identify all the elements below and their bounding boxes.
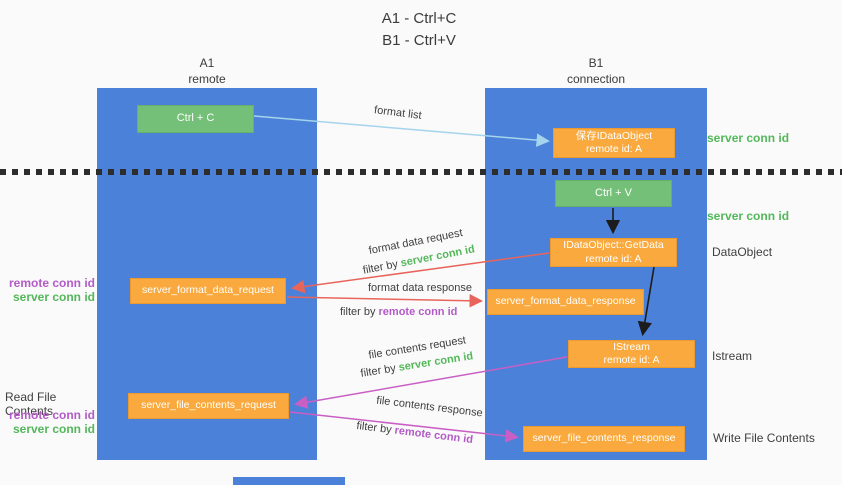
side-label-server-conn-id-2: server conn id xyxy=(707,209,790,223)
edge-label-file-contents-response: file contents response xyxy=(375,394,484,420)
node-istream: IStream remote id: A xyxy=(568,340,695,368)
node-ctrl-c: Ctrl + C xyxy=(137,105,254,133)
node-server-format-data-response: server_format_data_response xyxy=(487,289,644,315)
lane-b1-name: B1 xyxy=(588,56,604,70)
lane-header-b1: B1 connection xyxy=(526,56,666,87)
left-server-conn-id-1: server conn id xyxy=(12,290,95,305)
edge-label-file-contents-response-filter: filter by remote conn id xyxy=(356,420,474,446)
node-ctrl-v-label: Ctrl + V xyxy=(595,186,632,199)
node-server-file-contents-response: server_file_contents_response xyxy=(523,426,685,452)
node-ctrl-c-label: Ctrl + C xyxy=(176,112,215,125)
filter-prefix: filter by xyxy=(359,361,400,380)
node-save-idataobject-line1: 保存IDataObject xyxy=(575,129,653,142)
bottom-blue-bar xyxy=(233,477,345,485)
node-save-idataobject-line2: remote id: A xyxy=(585,143,643,155)
side-label-read-file-contents: Read File Contents xyxy=(5,390,57,418)
edge-label-format-list: format list xyxy=(373,104,423,122)
lane-a1-subtitle: remote xyxy=(188,71,226,86)
side-label-dataobject: DataObject xyxy=(712,245,773,259)
lane-b1-subtitle: connection xyxy=(566,71,626,86)
left-remote-conn-id-2: remote conn id xyxy=(8,408,95,422)
side-label-istream: Istream xyxy=(712,349,753,363)
node-file-response-label: server_file_contents_response xyxy=(532,432,676,445)
lane-header-a1: A1 remote xyxy=(137,56,277,87)
node-getdata-line2: remote id: A xyxy=(585,252,642,265)
title-line-1: A1 - Ctrl+C xyxy=(381,10,457,27)
node-ctrl-v: Ctrl + V xyxy=(555,180,672,207)
node-save-idataobject: 保存IDataObject remote id: A xyxy=(553,128,675,158)
node-istream-line2: remote id: A xyxy=(603,354,660,366)
node-istream-line1: IStream xyxy=(613,340,650,353)
filter-prefix: filter by xyxy=(340,306,379,318)
left-remote-conn-id-1: remote conn id xyxy=(8,276,95,290)
edge-label-format-data-response-filter: filter by remote conn id xyxy=(340,306,457,318)
filter-prefix: filter by xyxy=(355,419,396,437)
side-label-server-conn-id-1: server conn id xyxy=(707,131,790,145)
filter-prefix: filter by xyxy=(361,257,402,277)
node-file-request-label: server_file_contents_request xyxy=(141,399,276,412)
filter-remote-conn-id: remote conn id xyxy=(393,424,474,447)
side-label-write-file-contents: Write File Contents xyxy=(713,431,815,445)
node-getdata-line1: IDataObject::GetData xyxy=(563,239,664,252)
node-format-request-label: server_format_data_request xyxy=(142,284,274,297)
node-server-format-data-request: server_format_data_request xyxy=(130,278,286,304)
title-line-2: B1 - Ctrl+V xyxy=(382,31,456,49)
node-server-file-contents-request: server_file_contents_request xyxy=(128,393,289,419)
left-conn-id-stack-2: remote conn id server conn id xyxy=(0,408,95,437)
network-boundary-divider xyxy=(0,169,842,175)
edge-label-format-data-response: format data response xyxy=(368,282,472,294)
left-conn-id-stack-1: remote conn id server conn id xyxy=(0,276,95,305)
lane-a1-name: A1 xyxy=(199,56,215,70)
node-idataobject-getdata: IDataObject::GetData remote id: A xyxy=(550,238,677,267)
left-server-conn-id-2: server conn id xyxy=(12,422,95,437)
diagram-title: A1 - Ctrl+C B1 - Ctrl+V xyxy=(314,8,524,52)
node-format-response-label: server_format_data_response xyxy=(495,295,636,308)
filter-remote-conn-id: remote conn id xyxy=(378,306,458,318)
